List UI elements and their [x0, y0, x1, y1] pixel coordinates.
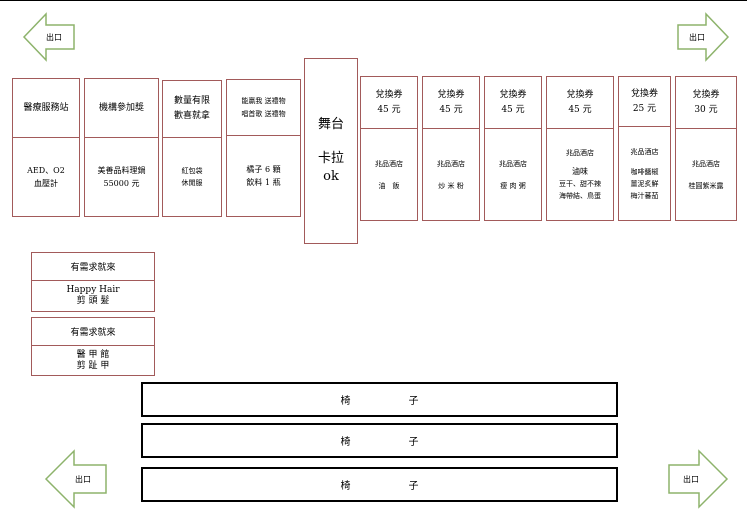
coupon-shop: 兆品酒店	[437, 159, 465, 168]
booth-title: 機構參加獎	[98, 102, 144, 113]
booth-line: 55000 元	[103, 179, 140, 188]
service-head: 有需求就來	[32, 253, 154, 281]
coupon-shop: 兆品酒店	[630, 147, 659, 156]
exit-top-left: 出口	[22, 12, 76, 62]
coupon-booth-3: 兌換券 45 元 兆品酒店 瘦 肉 粥	[484, 76, 542, 221]
stage-title: 舞台	[317, 117, 344, 132]
coupon-item: 梅汁蕃茄	[630, 191, 659, 200]
coupon-shop: 兆品酒店	[499, 159, 527, 168]
coupon-title: 兌換券	[630, 88, 658, 99]
coupon-shop: 兆品酒店	[375, 159, 403, 168]
coupon-amount: 25 元	[632, 103, 657, 114]
stage-karaoke: 卡拉	[317, 151, 344, 166]
coupon-item: 薑泥炙鮮	[630, 179, 659, 188]
coupon-amount: 45 元	[377, 104, 401, 115]
chair-label: 子	[408, 396, 419, 407]
booth-game: 能贏我 送禮物 唱首歌 送禮物 橘子 6 顆 飲料 1 瓶	[226, 79, 301, 217]
booth-line: 橘子 6 顆	[246, 165, 281, 174]
arrow-left-icon	[44, 449, 107, 509]
booth-line: AED、O2	[27, 166, 65, 175]
chair-label: 椅	[340, 481, 351, 492]
booth-line: 休閒服	[181, 179, 203, 187]
booth-title: 唱首歌 送禮物	[241, 109, 286, 118]
booth-line: 紅包袋	[181, 167, 203, 175]
exit-label: 出口	[75, 474, 91, 484]
arrow-right-icon	[668, 449, 729, 509]
coupon-amount: 45 元	[568, 104, 592, 115]
booth-line: 美善品料理鍋	[97, 166, 146, 175]
coupon-title: 兌換券	[566, 89, 594, 100]
stage: 舞台 卡拉 ok	[304, 58, 358, 244]
coupon-item: 炒 米 粉	[438, 181, 464, 190]
service-haircut: 有需求就來 Happy Hair 剪 頭 髮	[31, 252, 155, 312]
chair-label: 子	[408, 437, 419, 448]
exit-label: 出口	[683, 474, 699, 484]
service-line: 剪 頭 髮	[76, 296, 110, 306]
stage-karaoke-ok: ok	[323, 169, 339, 184]
coupon-title: 兌換券	[437, 89, 465, 100]
coupon-booth-4: 兌換券 45 元 兆品酒店 滷味 豆干、甜不辣 海帶結、鳥蛋	[546, 76, 614, 221]
service-line: Happy Hair	[66, 285, 120, 295]
exit-bottom-right: 出口	[667, 449, 729, 509]
booth-institution-prize: 機構參加獎 美善品料理鍋 55000 元	[84, 78, 159, 217]
coupon-item: 瘦 肉 粥	[500, 181, 526, 190]
coupon-booth-2: 兌換券 45 元 兆品酒店 炒 米 粉	[422, 76, 480, 221]
coupon-amount: 45 元	[439, 104, 463, 115]
coupon-shop: 兆品酒店	[566, 149, 594, 157]
chair-row-2: 椅子	[141, 423, 618, 458]
coupon-item: 桂圓紫米露	[688, 181, 724, 190]
service-line: 醫 甲 館	[76, 349, 110, 360]
coupon-item: 豆干、甜不辣	[559, 180, 601, 188]
chair-label: 子	[408, 481, 419, 492]
service-nails: 有需求就來 醫 甲 館 剪 趾 甲	[31, 317, 155, 376]
coupon-item: 咖啡醬椒	[630, 167, 659, 176]
coupon-item: 油 飯	[378, 181, 400, 190]
coupon-booth-1: 兌換券 45 元 兆品酒店 油 飯	[360, 76, 418, 221]
coupon-item: 滷味	[572, 167, 588, 176]
service-head: 有需求就來	[32, 318, 154, 346]
booth-title: 醫療服務站	[23, 102, 69, 113]
coupon-booth-6: 兌換券 30 元 兆品酒店 桂圓紫米露	[675, 76, 737, 221]
coupon-title: 兌換券	[375, 89, 403, 100]
booth-line: 飲料 1 瓶	[246, 178, 281, 187]
exit-bottom-left: 出口	[44, 449, 108, 509]
chair-row-3: 椅子	[141, 467, 618, 502]
coupon-item: 海帶結、鳥蛋	[559, 192, 601, 200]
coupon-title: 兌換券	[692, 89, 720, 100]
coupon-booth-5: 兌換券 25 元 兆品酒店 咖啡醬椒 薑泥炙鮮 梅汁蕃茄	[618, 76, 671, 221]
exit-top-right: 出口	[676, 12, 730, 62]
service-line: 剪 趾 甲	[76, 360, 110, 371]
booth-free-gifts: 數量有限 歡喜就拿 紅包袋 休閒服	[162, 80, 222, 217]
arrow-left-icon	[22, 12, 75, 62]
booth-title: 數量有限	[173, 96, 210, 106]
booth-line: 血壓計	[34, 179, 58, 188]
exit-label: 出口	[689, 32, 705, 42]
coupon-title: 兌換券	[499, 89, 527, 100]
exit-label: 出口	[46, 32, 62, 42]
coupon-amount: 45 元	[501, 104, 525, 115]
chair-label: 椅	[340, 396, 351, 407]
chair-row-1: 椅子	[141, 382, 618, 417]
chair-label: 椅	[340, 437, 351, 448]
coupon-amount: 30 元	[694, 104, 718, 115]
top-border	[0, 0, 747, 1]
arrow-right-icon	[677, 12, 730, 62]
booth-title: 能贏我 送禮物	[241, 96, 286, 105]
coupon-shop: 兆品酒店	[692, 159, 720, 168]
booth-title: 歡喜就拿	[173, 111, 210, 121]
booth-medical: 醫療服務站 AED、O2 血壓計	[12, 78, 80, 217]
